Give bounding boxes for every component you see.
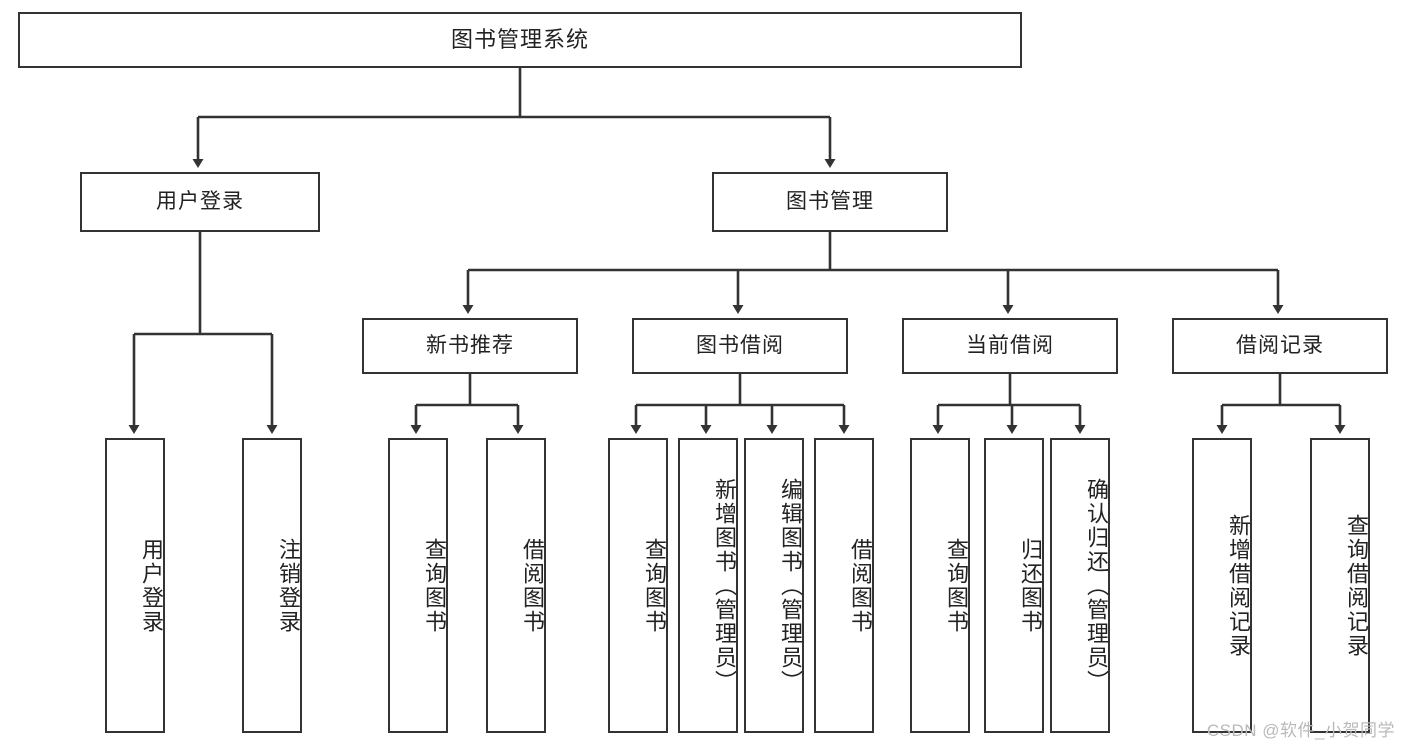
watermark: CSDN @软件_小贺同学	[1206, 721, 1395, 740]
leaf-user-login[interactable]: 用户登录	[105, 438, 165, 733]
leaf-query-borrow-record[interactable]: 查询借阅记录	[1310, 438, 1370, 733]
leaf-query-book-borrow[interactable]: 查询图书	[608, 438, 668, 733]
node-root[interactable]: 图书管理系统	[18, 12, 1022, 68]
leaf-query-book-current[interactable]: 查询图书	[910, 438, 970, 733]
leaf-borrow-book-new[interactable]: 借阅图书	[486, 438, 546, 733]
node-user-login[interactable]: 用户登录	[80, 172, 320, 232]
leaf-add-book-admin[interactable]: 新增图书（管理员）	[678, 438, 738, 733]
edge-root-to-level1	[192, 68, 836, 168]
leaf-edit-book-admin[interactable]: 编辑图书（管理员）	[744, 438, 804, 733]
edge-bookmgmt-to-level2	[462, 232, 1284, 314]
leaf-logout[interactable]: 注销登录	[242, 438, 302, 733]
leaf-add-borrow-record[interactable]: 新增借阅记录	[1192, 438, 1252, 733]
edge-records-to-leaves	[1216, 374, 1346, 434]
node-book-borrow[interactable]: 图书借阅	[632, 318, 848, 374]
leaf-borrow-book[interactable]: 借阅图书	[814, 438, 874, 733]
edge-current-to-leaves	[932, 374, 1086, 434]
node-current-borrow[interactable]: 当前借阅	[902, 318, 1118, 374]
node-book-management[interactable]: 图书管理	[712, 172, 948, 232]
edge-newbook-to-leaves	[410, 374, 524, 434]
leaf-confirm-return-admin[interactable]: 确认归还（管理员）	[1050, 438, 1110, 733]
node-new-book-recommend[interactable]: 新书推荐	[362, 318, 578, 374]
leaf-return-book[interactable]: 归还图书	[984, 438, 1044, 733]
edge-borrow-to-leaves	[630, 374, 850, 434]
edge-userlogin-to-leaves	[128, 232, 278, 434]
leaf-query-book-new[interactable]: 查询图书	[388, 438, 448, 733]
node-borrow-records[interactable]: 借阅记录	[1172, 318, 1388, 374]
